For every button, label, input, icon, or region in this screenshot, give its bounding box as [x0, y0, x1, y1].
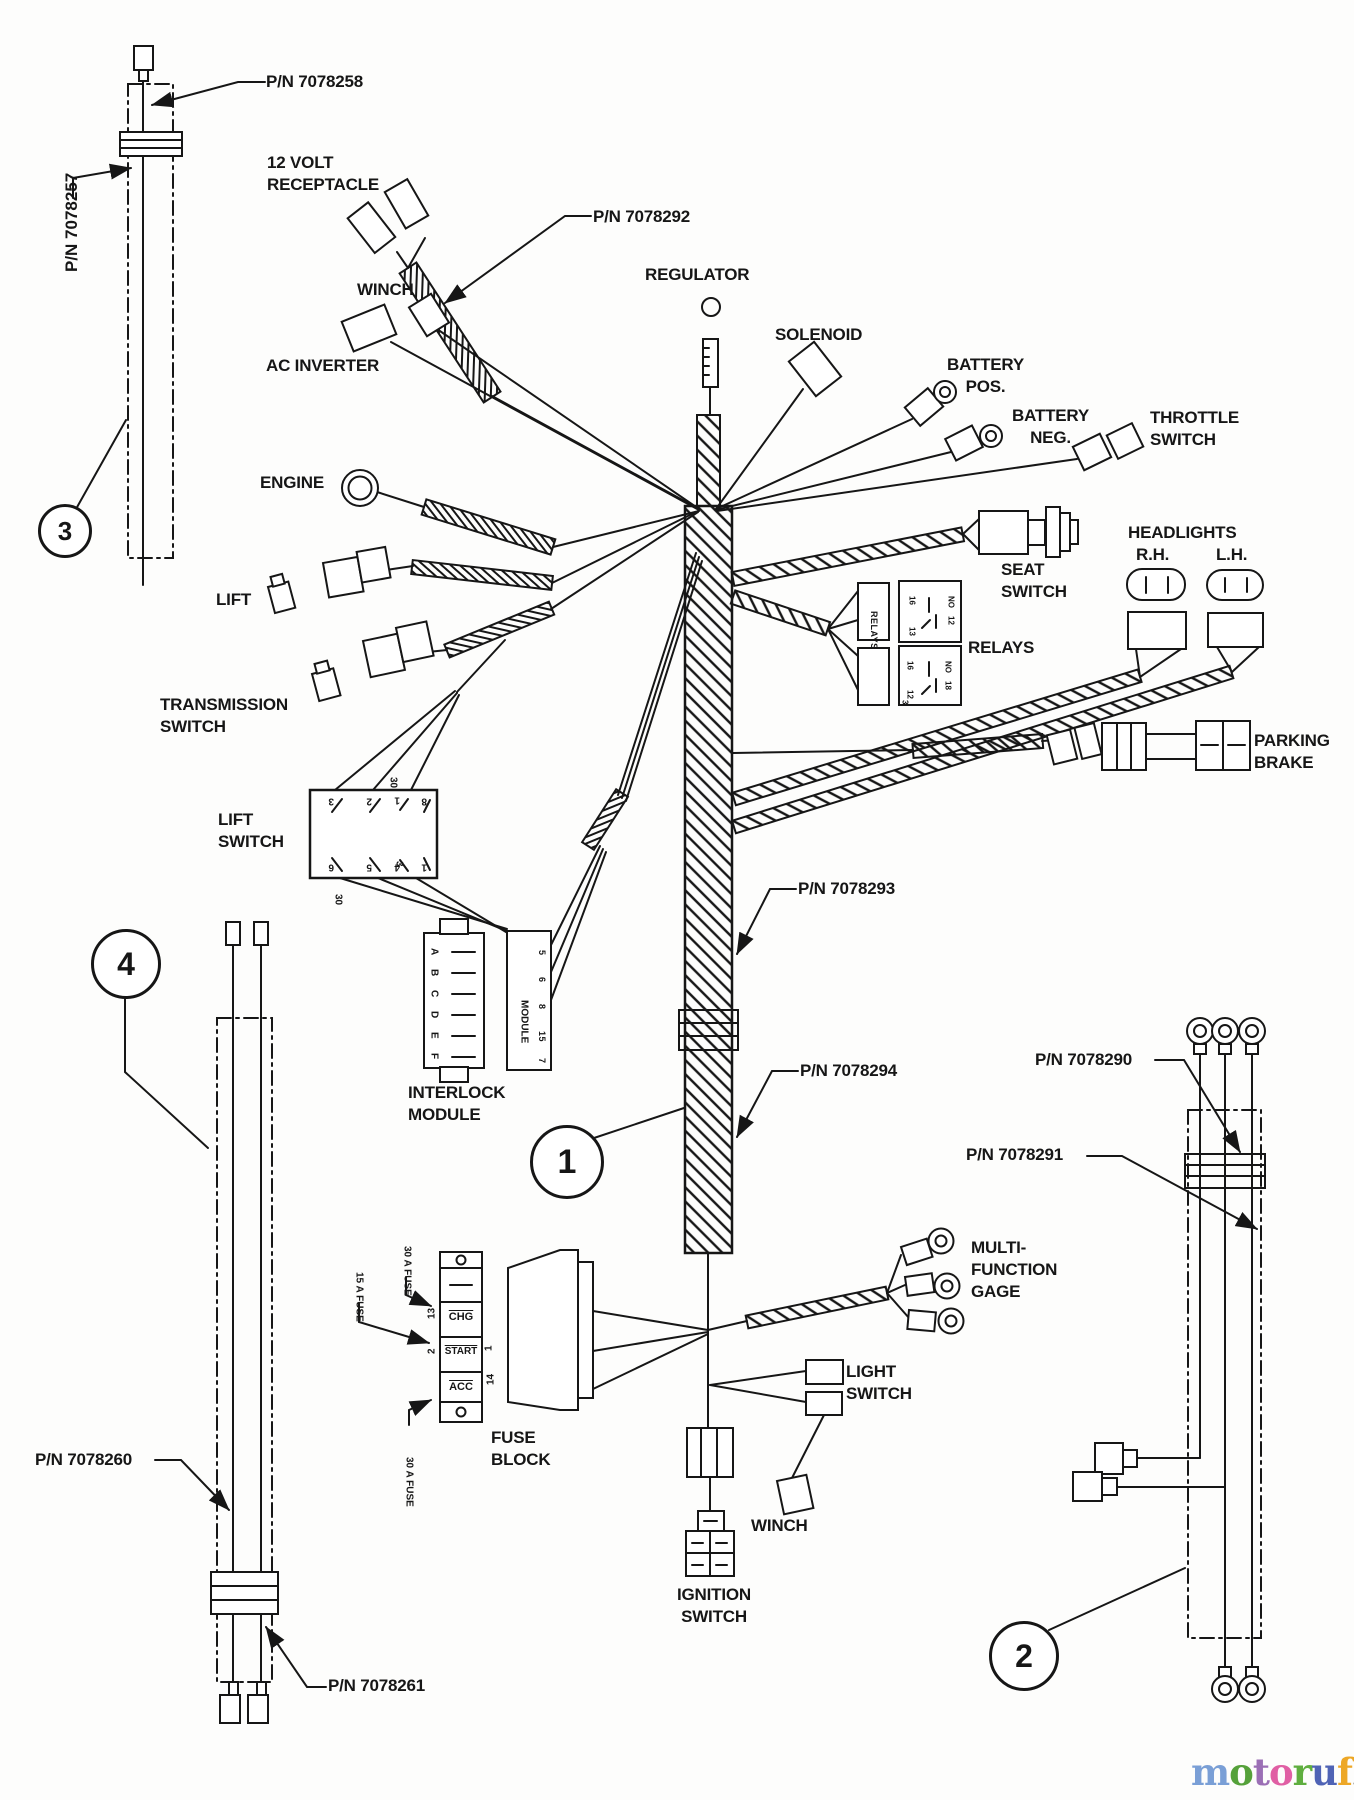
logo-letter: f	[1337, 1750, 1353, 1794]
pn-7078261-label: P/N 7078261	[328, 1676, 426, 1695]
transmission-switch-label: TRANSMISSION SWITCH	[160, 695, 288, 736]
fuse-slot-chg: CHG	[448, 1311, 474, 1323]
regulator-label: REGULATOR	[645, 265, 750, 284]
pn-7078293-label: P/N 7078293	[798, 879, 896, 898]
ac-inverter-label: AC INVERTER	[266, 356, 380, 375]
parking-brake-label: PARKING BRAKE	[1254, 731, 1330, 772]
logo-suffix: .de	[1352, 1768, 1354, 1790]
gage-branch	[707, 1227, 965, 1335]
winch-bottom-label: WINCH	[751, 1516, 808, 1535]
seat-switch-label: SEAT SWITCH	[1001, 560, 1067, 601]
lift-switch-block	[308, 639, 512, 936]
pn-7078294-label: P/N 7078294	[800, 1061, 898, 1080]
harness-item3	[72, 45, 266, 586]
battery-neg-terminal	[943, 424, 1003, 462]
solenoid-connector	[787, 340, 843, 398]
battery-pos-label: BATTERY POS.	[947, 355, 1024, 396]
fuse-slot-acc: ACC	[449, 1381, 473, 1393]
fuse-slot-start: START	[444, 1346, 478, 1357]
seat-switch-branch	[730, 506, 1079, 588]
receptacle-12v-connectors	[346, 177, 430, 255]
callout-1: 1	[530, 1125, 604, 1199]
harness-item2	[1048, 1017, 1266, 1703]
battery-neg-label: BATTERY NEG.	[1012, 406, 1089, 447]
pn-7078290-label: P/N 7078290	[1035, 1050, 1133, 1069]
callout-4: 4	[91, 929, 161, 999]
multi-function-gage-label: MULTI- FUNCTION GAGE	[971, 1238, 1058, 1301]
interlock-module-connectors	[423, 552, 703, 1083]
leaders	[444, 215, 799, 1140]
throttle-switch-label: THROTTLE SWITCH	[1150, 408, 1240, 449]
ring-terminals-bottom	[1211, 1666, 1266, 1703]
headlight-lh-label: L.H.	[1216, 545, 1248, 564]
winch-top-label: WINCH	[357, 280, 414, 299]
receptacle-12v-label: 12 VOLT RECEPTACLE	[267, 153, 379, 194]
throttle-connector	[1071, 421, 1145, 472]
callout-2: 2	[989, 1621, 1059, 1691]
engine-ring-connector	[341, 469, 379, 507]
logo-letter: t	[1252, 1750, 1270, 1794]
solenoid-label: SOLENOID	[775, 325, 863, 344]
lift-label: LIFT	[216, 590, 252, 609]
main-harness	[376, 237, 1078, 1429]
ignition-switch-label: IGNITION SWITCH	[677, 1585, 751, 1626]
engine-label: ENGINE	[260, 473, 324, 492]
harness-item4	[124, 921, 327, 1724]
headlights-label: HEADLIGHTS	[1128, 523, 1237, 542]
headlight-rh-label: R.H.	[1136, 545, 1170, 564]
fuse-block-assembly	[358, 1249, 709, 1426]
lift-connector	[266, 545, 392, 615]
pn-7078292-label: P/N 7078292	[593, 207, 691, 226]
winch-connector-top	[407, 292, 451, 338]
headlight-branch	[730, 568, 1264, 835]
logo-letter: o	[1268, 1750, 1294, 1794]
logo-letter: m	[1191, 1750, 1230, 1794]
transmission-connector	[310, 620, 435, 703]
ring-terminals-top	[1186, 1017, 1266, 1055]
logo-letter: r	[1292, 1750, 1312, 1794]
ac-inverter-connector	[340, 303, 398, 353]
pn-7078260-label: P/N 7078260	[35, 1450, 133, 1469]
callout-3: 3	[38, 504, 92, 558]
motoruf-logo: motoruf.de	[1191, 1750, 1354, 1794]
logo-letter: u	[1311, 1750, 1338, 1794]
ignition-branch	[685, 1427, 735, 1577]
pn-7078291-label: P/N 7078291	[966, 1145, 1064, 1164]
parking-brake-branch	[732, 720, 1251, 771]
battery-pos-terminal	[903, 380, 957, 428]
lift-switch-label: LIFT SWITCH	[218, 810, 284, 851]
logo-letter: o	[1229, 1750, 1254, 1794]
pn-7078258-label: P/N 7078258	[266, 72, 364, 91]
light-switch-label: LIGHT SWITCH	[846, 1362, 912, 1403]
interlock-module-label: INTERLOCK MODULE	[408, 1083, 506, 1124]
fuse-block-label: FUSE BLOCK	[491, 1428, 551, 1469]
light-switch-branch	[709, 1359, 844, 1516]
relay-branch	[729, 580, 962, 706]
relays-label: RELAYS	[968, 638, 1035, 657]
